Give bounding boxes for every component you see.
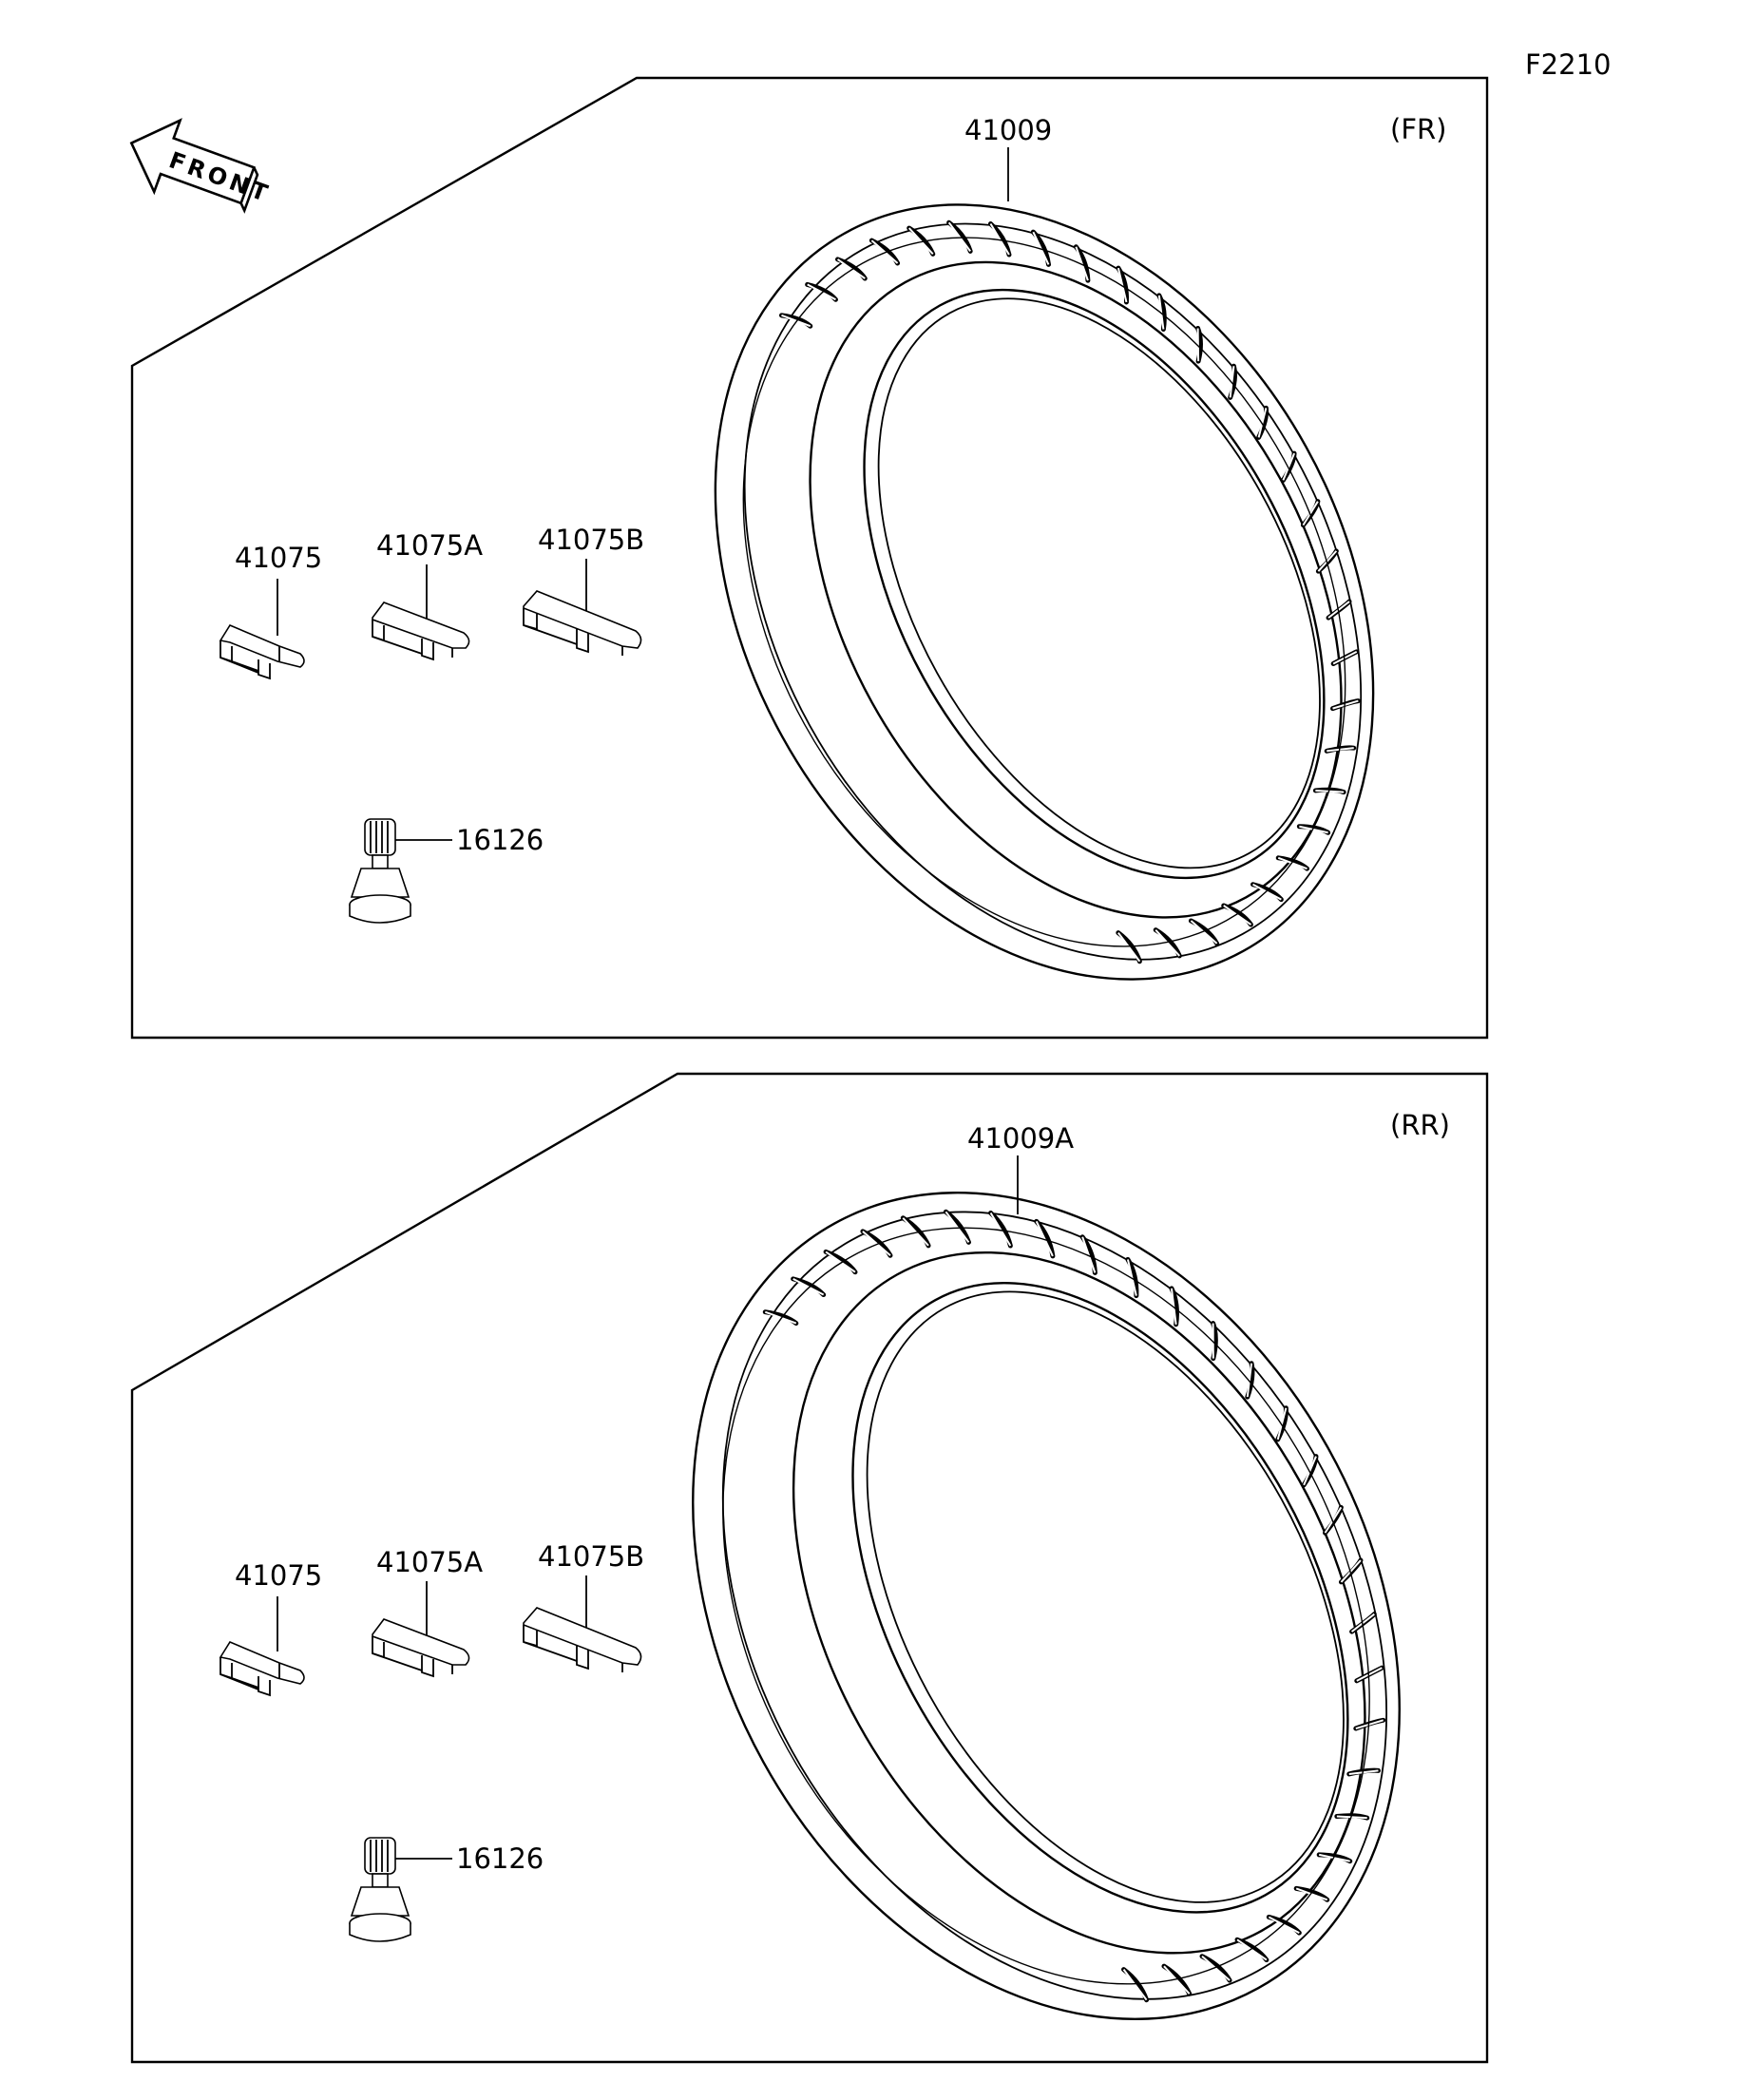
tread-block-highlight bbox=[1170, 1288, 1177, 1325]
tread-block-highlight bbox=[1356, 1667, 1383, 1682]
tread-block-highlight bbox=[1196, 328, 1200, 362]
weight-rear-2-part-no: 41075A bbox=[376, 1546, 483, 1578]
tread-block-highlight bbox=[1155, 928, 1181, 957]
tread-block-highlight bbox=[1327, 601, 1350, 619]
tread-block-highlight bbox=[836, 258, 866, 279]
tread-block-highlight bbox=[945, 1211, 970, 1243]
tire-front-tread bbox=[742, 220, 1361, 964]
tread-block-highlight bbox=[1126, 1259, 1137, 1296]
tread-block-highlight bbox=[792, 1277, 825, 1296]
tread-block-highlight bbox=[1282, 452, 1296, 481]
tread-block-highlight bbox=[1324, 1506, 1343, 1534]
tread-block-highlight bbox=[1257, 408, 1268, 438]
tread-block-highlight bbox=[1277, 856, 1308, 870]
tire-rear bbox=[692, 1192, 1401, 2020]
panel-front-position: (FR) bbox=[1390, 113, 1446, 145]
tire-valve-icon bbox=[349, 1837, 411, 1942]
tread-center-rib bbox=[742, 237, 1346, 947]
tread-block-highlight bbox=[989, 1212, 1012, 1247]
tread-block-highlight bbox=[1122, 1969, 1148, 2001]
valve-front-part-no: 16126 bbox=[456, 824, 544, 856]
panel-front: (FR) 41009 41075 41075A 41075B bbox=[130, 76, 1489, 1040]
tire-front-part-no: 41009 bbox=[964, 114, 1052, 146]
balance-weight-medium-icon bbox=[372, 1618, 470, 1678]
panel-rear-position: (RR) bbox=[1390, 1109, 1450, 1141]
tread-block-highlight bbox=[1268, 1916, 1300, 1935]
tire-rear-part-no: 41009A bbox=[967, 1122, 1074, 1155]
tread-block-highlight bbox=[1246, 1363, 1253, 1398]
tread-block-highlight bbox=[989, 223, 1010, 256]
tread-block-highlight bbox=[947, 221, 971, 252]
tire-rear-tread bbox=[722, 1209, 1386, 2003]
tread-block-highlight bbox=[1315, 789, 1345, 793]
balance-weight-medium-icon bbox=[372, 601, 470, 661]
tread-block-highlight bbox=[1350, 1613, 1375, 1632]
panel-front-border bbox=[130, 76, 1489, 1040]
tread-block-highlight bbox=[1032, 231, 1050, 265]
tread-center-rib bbox=[722, 1227, 1370, 1985]
tread-block-highlight bbox=[1299, 825, 1328, 834]
panel-rear: (RR) 41009A 41075 41075A 41075B bbox=[130, 1072, 1489, 2064]
valve-rear-part-no: 16126 bbox=[456, 1842, 544, 1875]
tread-block-highlight bbox=[1075, 246, 1089, 281]
tread-block-highlight bbox=[1117, 267, 1128, 303]
tread-block-highlight bbox=[1295, 1887, 1328, 1901]
tread-block-highlight bbox=[1340, 1559, 1362, 1583]
tread-block-highlight bbox=[1201, 1955, 1231, 1981]
tread-block-highlight bbox=[1212, 1323, 1214, 1359]
balance-weight-large-icon bbox=[523, 1607, 642, 1672]
tread-block-highlight bbox=[870, 239, 899, 264]
tread-block-highlight bbox=[1081, 1236, 1097, 1273]
tread-block-highlight bbox=[825, 1250, 856, 1273]
tire-front bbox=[714, 203, 1375, 981]
tread-block-highlight bbox=[862, 1231, 891, 1257]
tread-block-highlight bbox=[1332, 651, 1358, 665]
panel-rear-border bbox=[130, 1072, 1489, 2064]
tread-block-highlight bbox=[1336, 1815, 1367, 1820]
weight-front-1-part-no: 41075 bbox=[235, 542, 322, 574]
tread-block-highlight bbox=[1035, 1220, 1054, 1257]
tread-block-highlight bbox=[1117, 932, 1141, 963]
tread-block-highlight bbox=[1223, 905, 1252, 926]
weight-rear-1-part-no: 41075 bbox=[235, 1559, 322, 1592]
tread-block-highlight bbox=[1303, 1456, 1317, 1486]
figure-code: F2210 bbox=[1525, 48, 1611, 81]
tread-block-highlight bbox=[1163, 1965, 1191, 1995]
tread-block-highlight bbox=[1252, 883, 1282, 901]
weight-rear-3-part-no: 41075B bbox=[538, 1540, 644, 1573]
balance-weight-large-icon bbox=[523, 590, 642, 656]
tread-block-highlight bbox=[1318, 1853, 1350, 1862]
balance-weight-small-icon bbox=[219, 623, 305, 680]
tire-valve-icon bbox=[349, 818, 411, 924]
front-arrow-icon: FRONT bbox=[129, 118, 275, 214]
tread-block-highlight bbox=[1332, 699, 1359, 710]
tread-block-highlight bbox=[902, 1217, 929, 1247]
weight-front-3-part-no: 41075B bbox=[538, 524, 644, 556]
tread-block-highlight bbox=[907, 227, 934, 256]
tread-block-highlight bbox=[1348, 1769, 1379, 1775]
tread-block-highlight bbox=[1327, 747, 1354, 753]
balance-weight-small-icon bbox=[219, 1640, 305, 1697]
tread-block-highlight bbox=[764, 1310, 797, 1325]
tread-block-highlight bbox=[1236, 1938, 1268, 1961]
tread-block-highlight bbox=[807, 283, 836, 301]
tread-block-highlight bbox=[1190, 920, 1218, 945]
tread-block-highlight bbox=[1276, 1407, 1288, 1441]
tread-block-highlight bbox=[781, 314, 811, 328]
weight-front-2-part-no: 41075A bbox=[376, 529, 483, 562]
tread-block-highlight bbox=[1355, 1719, 1384, 1729]
